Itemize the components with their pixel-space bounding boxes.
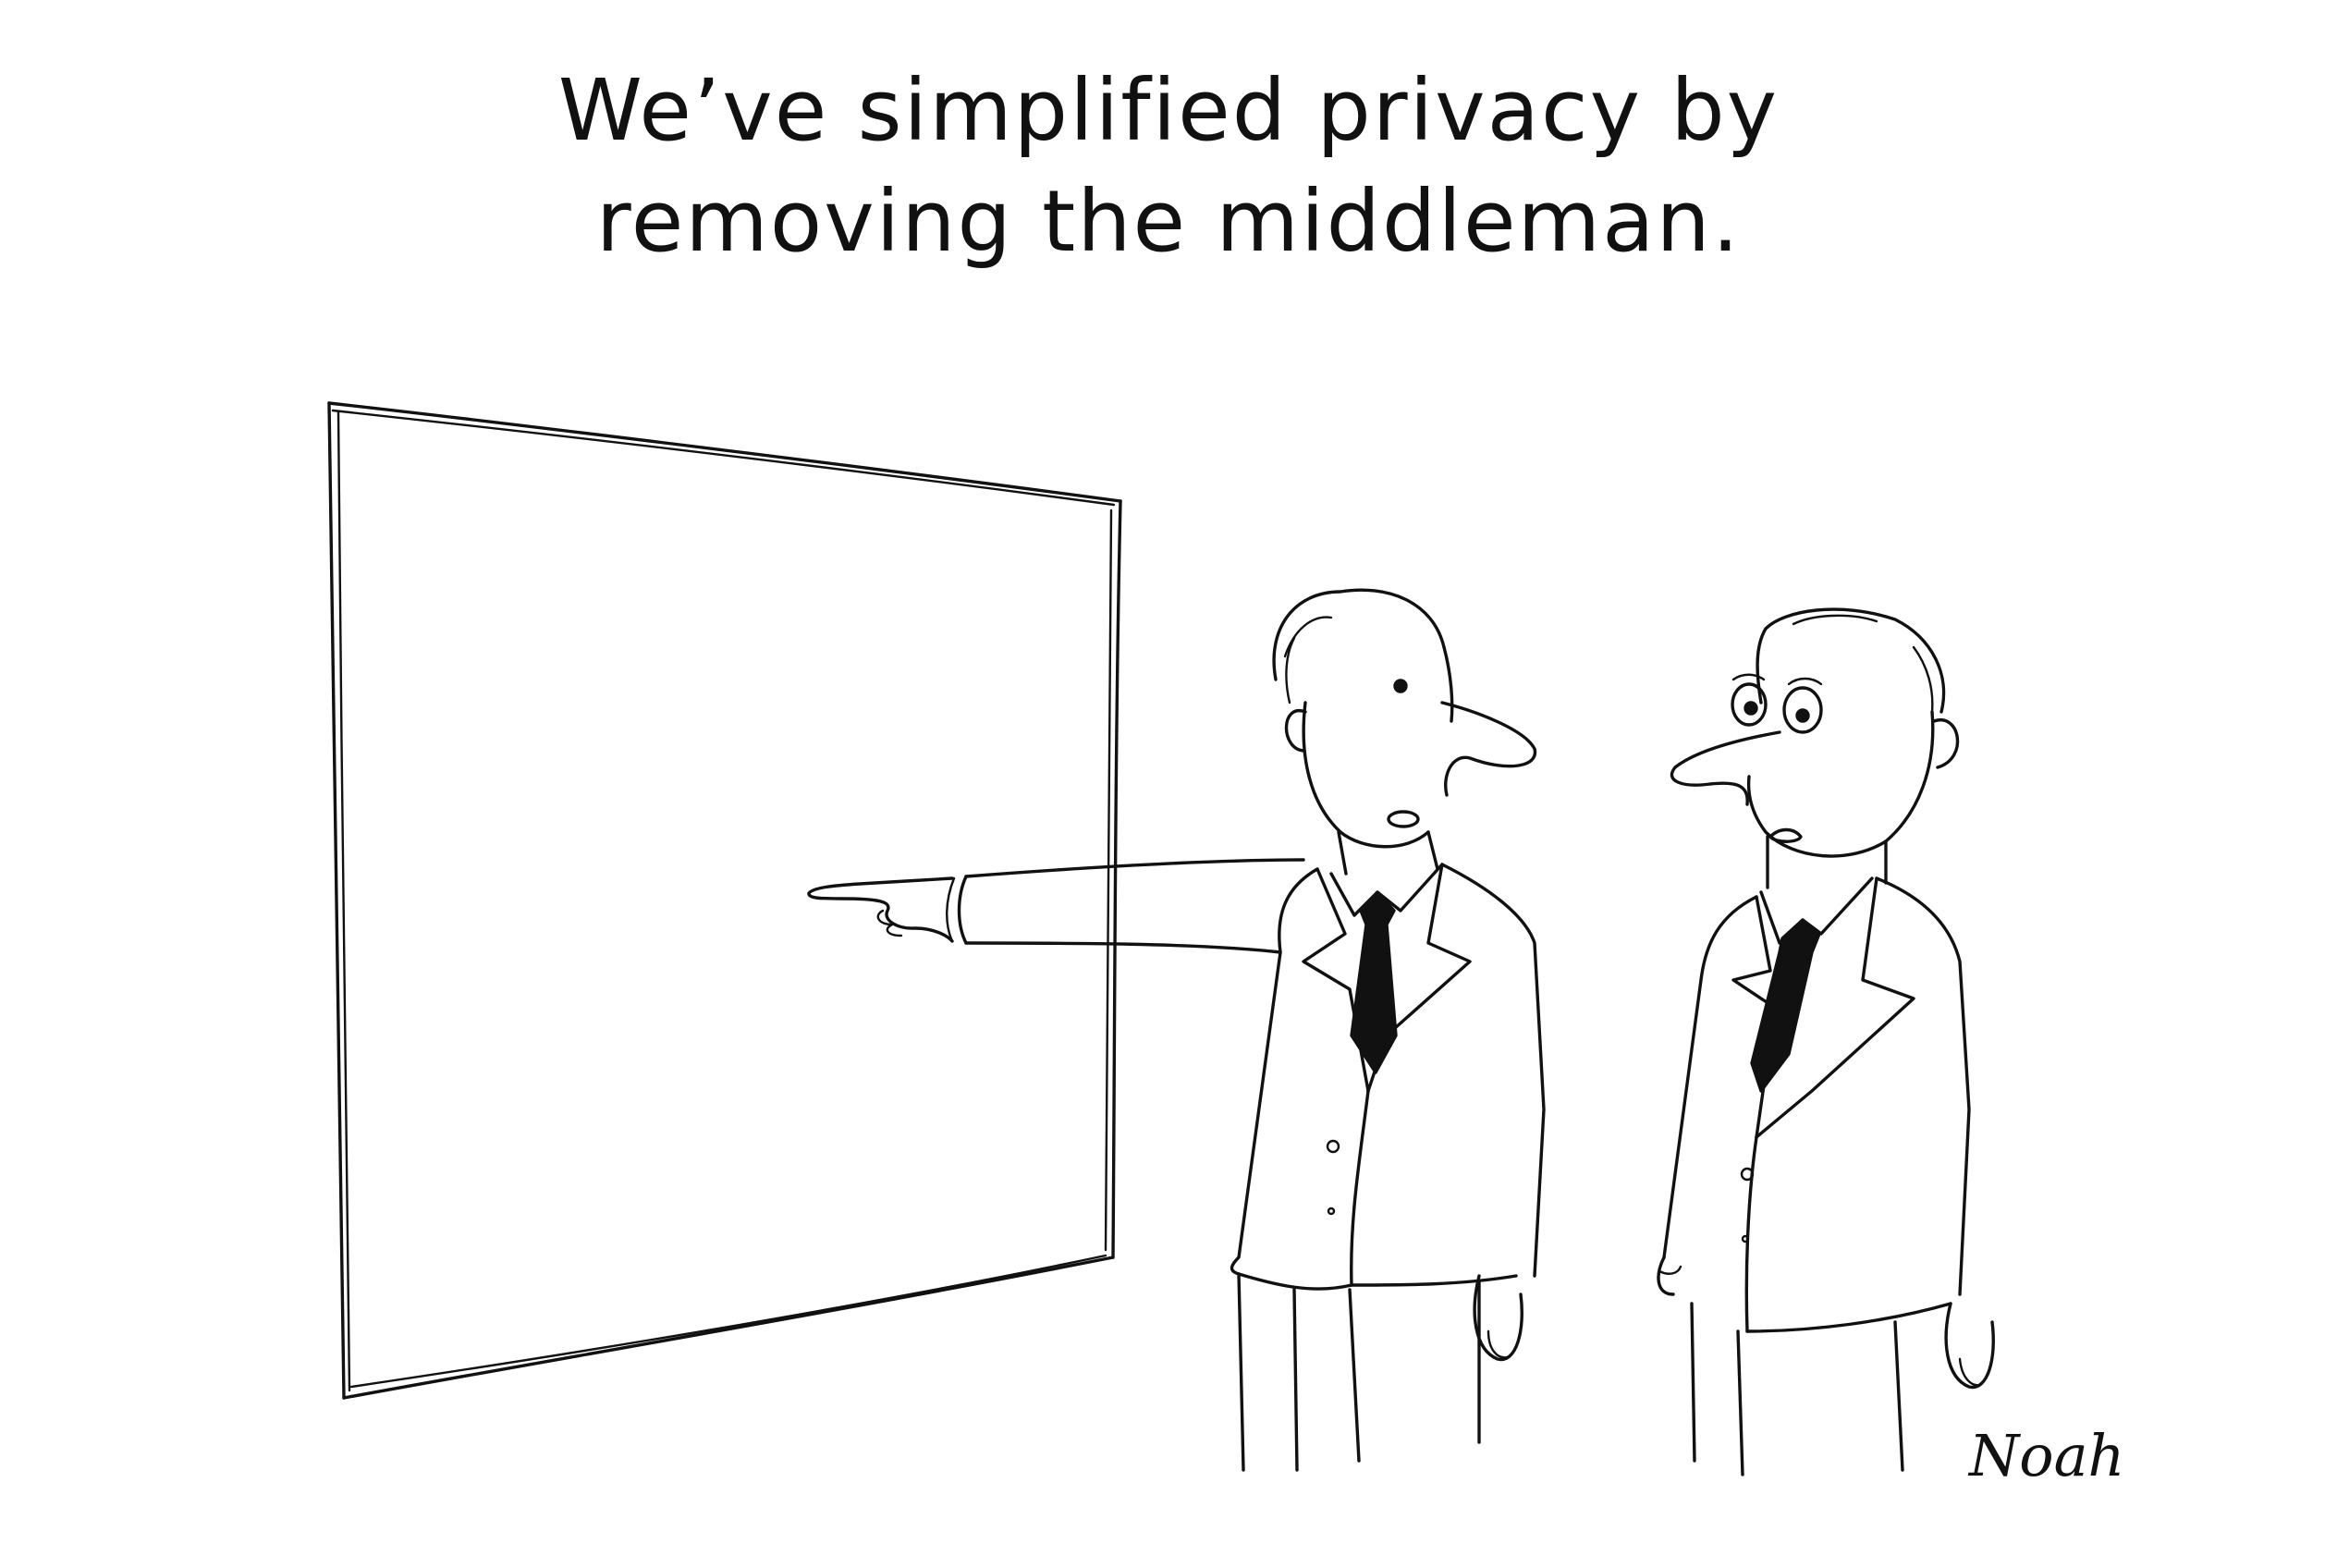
- pointing-man: [807, 588, 1546, 1472]
- caption-line-2: removing the middleman.: [595, 171, 1742, 271]
- cartoon-caption: We’ve simplified privacy by removing the…: [0, 55, 2337, 276]
- artist-signature: Noah: [1969, 1422, 2125, 1489]
- caption-line-1: We’ve simplified privacy by: [557, 61, 1780, 160]
- empty-frame: [327, 401, 1122, 1400]
- worried-man: [1657, 607, 1995, 1476]
